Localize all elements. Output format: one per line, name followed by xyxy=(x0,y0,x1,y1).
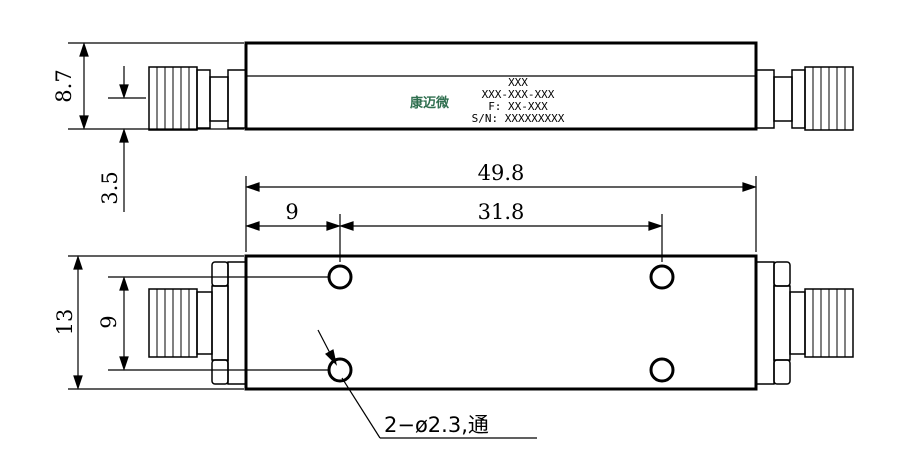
label-line-2: XXX-XXX-XXX xyxy=(482,88,555,101)
side-left-connector xyxy=(148,66,247,131)
label-logo: 康迈微 xyxy=(410,95,450,111)
hole-note-leader xyxy=(317,329,537,439)
dim-overall-length-text: 49.8 xyxy=(478,161,525,185)
side-right-connector xyxy=(755,66,854,131)
mounting-hole xyxy=(649,264,675,290)
dim-connector-offset-text: 3.5 xyxy=(98,171,122,204)
dim-overall-length-lines xyxy=(245,176,757,252)
dim-hole-spacing-text: 31.8 xyxy=(478,200,525,224)
dim-edge-to-hole-text: 9 xyxy=(285,200,298,224)
top-body xyxy=(244,254,758,391)
dim-overall-width-lines xyxy=(68,255,244,390)
mounting-hole xyxy=(327,357,353,383)
hole-note-text: 2−ø2.3,通 xyxy=(384,413,489,437)
dim-hole-pitch-lines xyxy=(108,276,328,371)
label-line-4: S/N: XXXXXXXXX xyxy=(472,112,565,125)
label-line-1: XXX xyxy=(508,76,528,89)
dim-overall-width-text: 13 xyxy=(53,309,77,336)
dim-side-height-lines xyxy=(68,42,244,130)
top-left-connector xyxy=(148,261,247,385)
top-right-connector xyxy=(755,261,854,385)
dim-hole-pitch-text: 9 xyxy=(97,315,121,328)
side-view xyxy=(68,41,854,212)
label-line-3: F: XX-XXX xyxy=(488,100,548,113)
mounting-hole xyxy=(649,357,675,383)
top-view xyxy=(68,176,854,439)
dim-connector-offset-lines xyxy=(108,66,146,212)
mounting-hole xyxy=(327,264,353,290)
dim-hole-position-lines xyxy=(245,214,663,262)
dim-side-height-text: 8.7 xyxy=(52,69,76,102)
